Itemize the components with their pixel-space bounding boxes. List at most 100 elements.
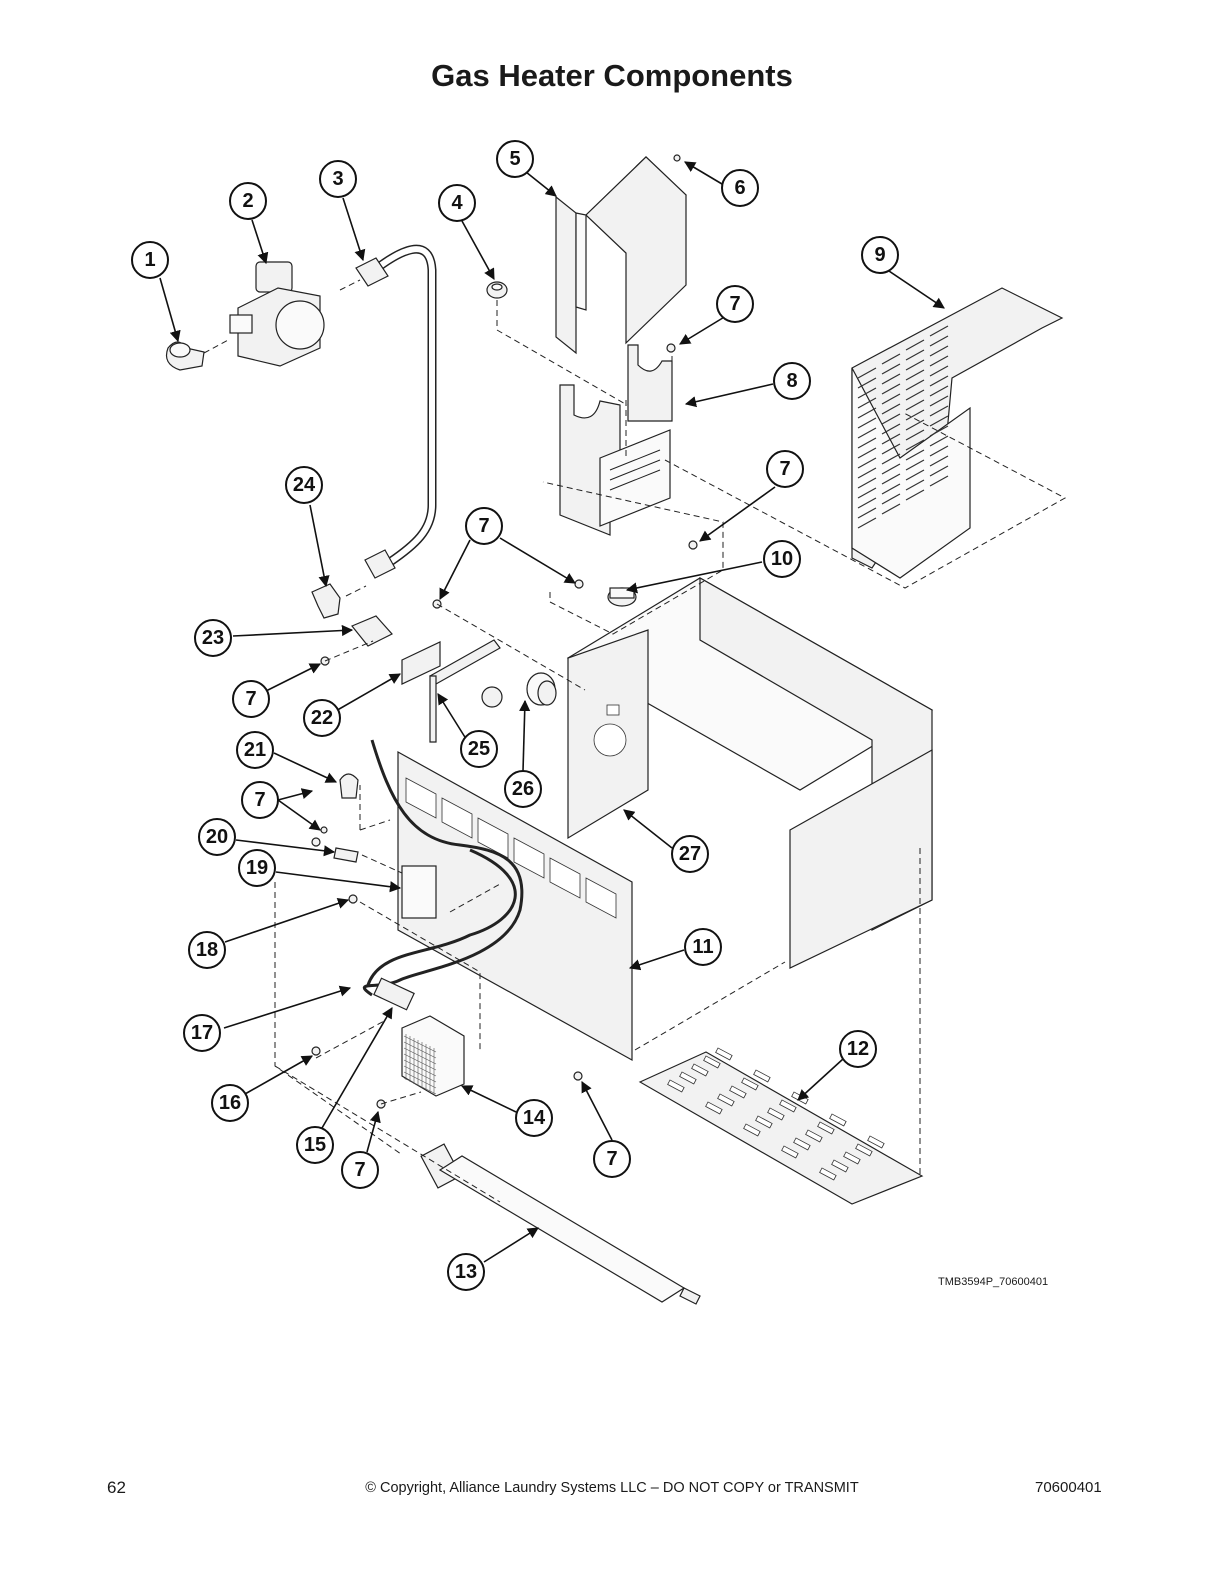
callout-7g: 7 <box>341 1151 379 1189</box>
vent-slot <box>929 395 949 407</box>
part-elbow-fitting <box>165 341 205 371</box>
callout-6: 6 <box>721 169 759 207</box>
plate-slot <box>767 1107 785 1121</box>
mesh-line <box>403 1077 437 1095</box>
vent-slot <box>929 375 949 387</box>
vent-slot <box>929 355 949 367</box>
vent-slot <box>857 407 877 419</box>
svg-text:26: 26 <box>512 778 534 800</box>
vent-slot <box>929 465 949 477</box>
callout-4: 4 <box>438 184 476 222</box>
plate-slot <box>755 1115 773 1129</box>
vent-slot <box>929 325 949 337</box>
svg-text:7: 7 <box>478 515 489 537</box>
callout-20: 20 <box>198 818 236 856</box>
part-screws-7 <box>311 343 698 1109</box>
vent-slot <box>905 419 925 431</box>
plate-slot <box>667 1079 685 1093</box>
vent-slot <box>929 365 949 377</box>
vent-slot <box>857 457 877 469</box>
svg-text:20: 20 <box>206 826 228 848</box>
vent-slot <box>929 445 949 457</box>
part-gas-valve <box>229 261 325 367</box>
mesh-line <box>403 1053 437 1071</box>
plate-slot <box>729 1085 747 1099</box>
svg-text:13: 13 <box>455 1261 477 1283</box>
callout-7a: 7 <box>716 285 754 323</box>
vent-slot <box>857 507 877 519</box>
callout-9: 9 <box>861 236 899 274</box>
vent-slot <box>929 335 949 347</box>
panel-window <box>585 877 617 919</box>
assembly-lines <box>203 279 1067 1203</box>
callout-19: 19 <box>238 849 276 887</box>
document-number: 70600401 <box>1035 1479 1102 1496</box>
drawing-code: TMB3594P_70600401 <box>938 1276 1049 1288</box>
plate-slot <box>829 1113 847 1127</box>
svg-text:8: 8 <box>786 370 797 392</box>
callout-22: 22 <box>303 699 341 737</box>
vent-slot <box>881 483 901 495</box>
vent-slot <box>905 489 925 501</box>
vent-slot <box>881 503 901 515</box>
vent-slot <box>857 517 877 529</box>
svg-text:19: 19 <box>246 857 268 879</box>
callout-1: 1 <box>131 241 169 279</box>
callout-2: 2 <box>229 182 267 220</box>
svg-text:6: 6 <box>734 177 745 199</box>
callout-3: 3 <box>319 160 357 198</box>
part-heater-housing <box>566 576 934 969</box>
vent-slot <box>857 377 877 389</box>
callout-12: 12 <box>839 1030 877 1068</box>
vent-slot <box>881 363 901 375</box>
vent-slot <box>881 463 901 475</box>
part-orifice <box>481 686 503 708</box>
svg-text:21: 21 <box>244 739 266 761</box>
vent-slot <box>881 353 901 365</box>
plate-slot <box>855 1143 873 1157</box>
plate-slot <box>817 1121 835 1135</box>
part-vented-cover <box>851 287 1064 579</box>
vent-slot <box>929 405 949 417</box>
part-front-panel <box>397 750 633 1062</box>
mesh-line <box>403 1047 437 1065</box>
svg-text:16: 16 <box>219 1092 241 1114</box>
part-elbow-fitting-24 <box>311 583 341 619</box>
vent-slot <box>905 349 925 361</box>
plate-slot <box>779 1099 797 1113</box>
svg-text:4: 4 <box>451 192 463 214</box>
mesh-line <box>403 1041 437 1059</box>
plate-slot <box>741 1077 759 1091</box>
vent-slot <box>905 389 925 401</box>
callout-13: 13 <box>447 1253 485 1291</box>
panel-window <box>549 857 581 899</box>
panel-window <box>405 777 437 819</box>
vent-slot <box>857 417 877 429</box>
copyright-notice: © Copyright, Alliance Laundry Systems LL… <box>365 1480 859 1496</box>
callout-26: 26 <box>504 770 542 808</box>
callout-23: 23 <box>194 619 232 657</box>
vent-slot <box>857 397 877 409</box>
plate-slot <box>781 1145 799 1159</box>
plate-slot <box>715 1047 733 1061</box>
part-gas-tube <box>355 244 437 579</box>
vent-slot <box>881 473 901 485</box>
vent-slot <box>881 413 901 425</box>
vent-slot <box>929 455 949 467</box>
part-screw <box>673 154 681 162</box>
mesh-line <box>403 1059 437 1077</box>
vent-slot <box>929 475 949 487</box>
svg-text:15: 15 <box>304 1134 326 1156</box>
vent-slot <box>857 387 877 399</box>
svg-text:14: 14 <box>523 1107 546 1129</box>
plate-slot <box>867 1135 885 1149</box>
callout-7f: 7 <box>593 1140 631 1178</box>
part-bracket <box>559 344 673 536</box>
plate-slot <box>717 1093 735 1107</box>
leader-lines <box>159 161 945 1263</box>
callout-18: 18 <box>188 931 226 969</box>
mesh-line <box>403 1065 437 1083</box>
svg-text:24: 24 <box>293 474 316 496</box>
svg-text:7: 7 <box>729 293 740 315</box>
svg-text:10: 10 <box>771 548 793 570</box>
